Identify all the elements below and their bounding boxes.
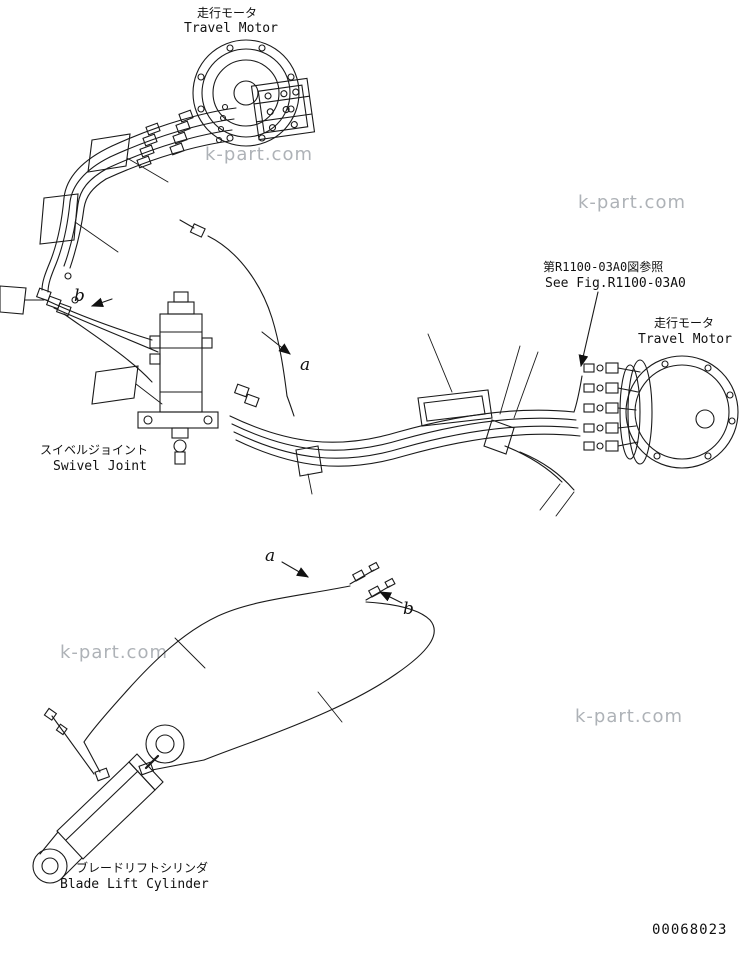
label-see-fig-jp: 第R1100-03A0図参照 <box>543 260 664 274</box>
hose-bundle-middle <box>229 362 641 491</box>
label-blade-lift-cylinder-jp: ブレードリフトシリンダ <box>76 861 209 875</box>
view-marker-b-bottom: b <box>403 599 414 619</box>
watermark-text: k-part.com <box>205 144 313 165</box>
hose-group-top <box>35 103 288 397</box>
watermark-text: k-part.com <box>60 642 168 663</box>
label-blade-lift-cylinder-en: Blade Lift Cylinder <box>60 877 209 892</box>
label-see-fig-en: See Fig.R1100-03A0 <box>545 276 686 291</box>
label-travel-motor-top-jp: 走行モータ <box>197 6 258 20</box>
label-swivel-joint-en: Swivel Joint <box>53 459 147 474</box>
watermark-text: k-part.com <box>578 192 686 213</box>
label-travel-motor-top-en: Travel Motor <box>184 21 278 36</box>
view-marker-a-top: a <box>300 355 311 375</box>
travel-motor-right-drawing <box>619 355 739 469</box>
leader-lines <box>24 157 575 723</box>
swivel-joint-drawing <box>137 291 219 465</box>
label-swivel-joint-jp: スイベルジョイント <box>40 443 149 457</box>
label-travel-motor-right-en: Travel Motor <box>638 332 732 347</box>
view-marker-b-top: b <box>74 286 85 306</box>
watermark-text: k-part.com <box>575 706 683 727</box>
drawing-part-number: 00068023 <box>652 922 728 938</box>
blade-lift-cylinder-drawing <box>32 707 185 884</box>
callout-boxes <box>0 133 515 477</box>
travel-motor-top-drawing <box>192 39 316 147</box>
label-travel-motor-right-jp: 走行モータ <box>654 316 715 330</box>
hose-group-bottom <box>83 561 435 773</box>
view-marker-a-bottom: a <box>265 546 276 566</box>
view-arrows <box>90 291 599 604</box>
